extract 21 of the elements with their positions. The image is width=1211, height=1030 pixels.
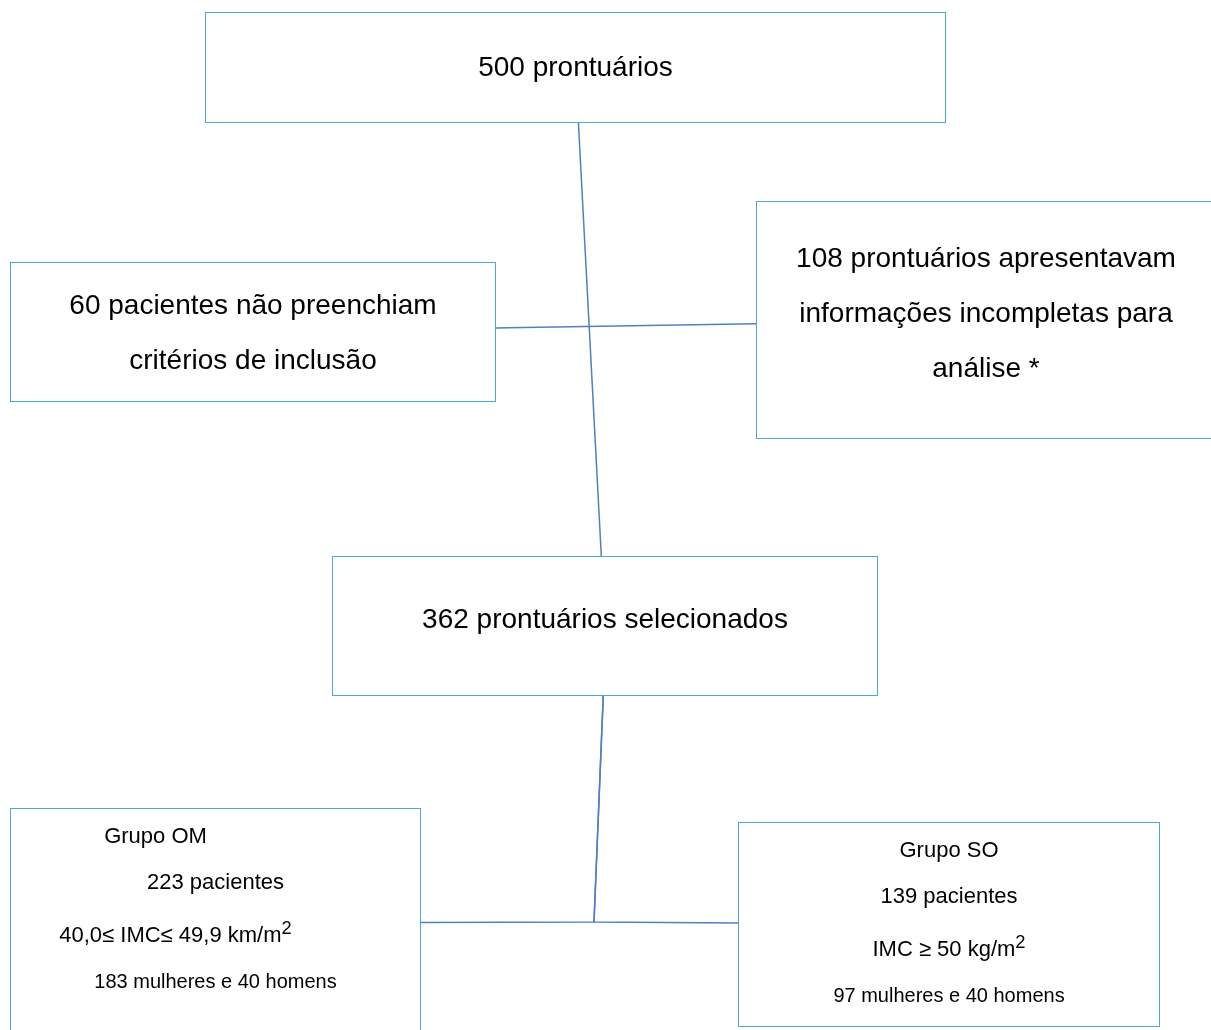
flow-box: [10, 808, 421, 1030]
flow-box: [738, 822, 1160, 1027]
box-text: IMC ≥ 50 kg/m$^{2}$: [872, 930, 1026, 964]
box-text: 362 prontuários selecionados: [422, 602, 788, 636]
flow-box: [205, 12, 946, 123]
connector-line: [495, 323, 757, 329]
connector-line: [577, 122, 603, 557]
box-text: Grupo SO: [899, 836, 999, 864]
flow-box: [332, 556, 878, 696]
box-text: 183 mulheres e 40 homens: [94, 969, 337, 995]
connector-line: [593, 695, 739, 924]
box-text: 60 pacientes não preenchiam critérios de inclusão: [68, 288, 438, 377]
box-text: 40,0≤ IMC≤ 49,9 km/m$^{2}$: [59, 916, 292, 950]
box-text: Grupo OM: [104, 822, 207, 850]
box-text: 500 prontuários: [478, 50, 673, 84]
box-text: 97 mulheres e 40 homens: [833, 983, 1065, 1009]
box-text: 108 prontuários apresentavam informações incompletas para análise *: [795, 241, 1177, 385]
flow-box: [10, 262, 496, 402]
flow-box: [756, 201, 1211, 439]
box-text: 223 pacientes: [147, 868, 284, 896]
box-text: 139 pacientes: [880, 882, 1018, 910]
